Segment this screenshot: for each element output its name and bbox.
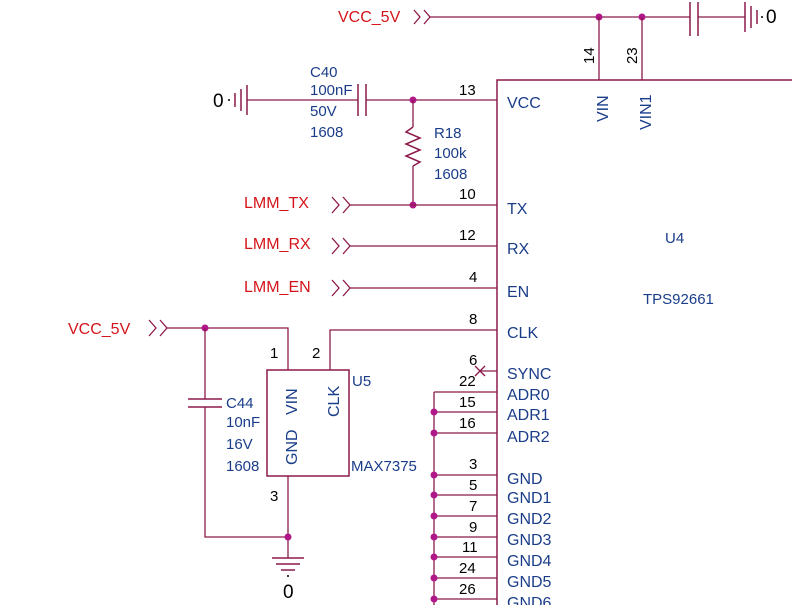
- u4-pin-num-14: 14: [581, 47, 598, 64]
- u4-pin-name-vcc: VCC: [507, 95, 541, 112]
- u4-pin-name-rx: RX: [507, 241, 530, 258]
- junction-gnd5: [430, 574, 438, 582]
- u4-pin-name-gnd3: GND3: [507, 532, 552, 549]
- net-arrow-lmm-en: [331, 279, 351, 297]
- u4-pin-num-7: 7: [469, 498, 477, 515]
- junction-gnd2: [430, 512, 438, 520]
- net-arrow-lmm-rx: [331, 237, 351, 255]
- wire-c44-bottom: [204, 407, 288, 538]
- u4-pin-num-22: 22: [459, 373, 476, 390]
- net-label-vcc-top: VCC_5V: [338, 9, 401, 26]
- c44-ref: C44: [226, 395, 254, 412]
- net-arrow-lmm-tx: [331, 196, 351, 214]
- no-connect-sync: [474, 365, 486, 377]
- u4-pin-num-23: 23: [624, 47, 641, 64]
- u5-body: [266, 369, 350, 477]
- u4-pin-num-8: 8: [469, 311, 477, 328]
- u4-pin-name-gnd6: GND6: [507, 595, 552, 605]
- u5-pin-num-3: 3: [270, 488, 278, 505]
- net-arrow-vcc-top: [413, 9, 431, 25]
- u4-pin-num-4: 4: [469, 269, 477, 286]
- u4-pin-name-adr1: ADR1: [507, 407, 550, 424]
- u4-pin-name-vin1: VIN1: [638, 94, 655, 130]
- u5-value: MAX7375: [351, 458, 417, 475]
- u4-pin-name-gnd1: GND1: [507, 490, 552, 507]
- r18-package: 1608: [434, 166, 467, 183]
- u4-pin-num-5: 5: [469, 477, 477, 494]
- u4-pin-num-13: 13: [459, 82, 476, 99]
- junction-adr2: [430, 429, 438, 437]
- c40-ref: C40: [310, 64, 338, 81]
- u4-pin-name-vin: VIN: [595, 95, 612, 122]
- u4-pin-num-15: 15: [459, 394, 476, 411]
- junction-gnd4: [430, 553, 438, 561]
- u4-pin-num-9: 9: [469, 519, 477, 536]
- u4-pin-num-3: 3: [469, 456, 477, 473]
- c44-value: 10nF: [226, 414, 260, 431]
- c40-voltage: 50V: [310, 103, 337, 120]
- u4-pin-name-gnd5: GND5: [507, 574, 552, 591]
- u4-pin-name-en: EN: [507, 284, 529, 301]
- net-arrow-vcc-left: [148, 319, 168, 337]
- u4-ref: U4: [665, 230, 684, 247]
- u4-pin-num-11: 11: [462, 539, 478, 556]
- net-label-gnd-top: 0: [766, 7, 777, 28]
- u4-pin-num-24: 24: [459, 560, 476, 577]
- c44-voltage: 16V: [226, 436, 253, 453]
- u4-pin-num-16: 16: [459, 415, 476, 432]
- net-label-gnd-bottom: 0: [283, 582, 294, 603]
- u4-pin-name-gnd2: GND2: [507, 511, 552, 528]
- c40-value: 100nF: [310, 82, 353, 99]
- ground-symbol-bottom: [272, 557, 304, 577]
- wire-clk: [329, 329, 497, 370]
- ground-symbol-left: [228, 85, 248, 115]
- net-label-lmm-rx: LMM_RX: [244, 236, 311, 253]
- net-label-gnd-left: 0: [213, 91, 224, 112]
- u4-pin-num-10: 10: [459, 186, 476, 203]
- u5-pin-name-vin: VIN: [284, 388, 301, 415]
- net-label-lmm-en: LMM_EN: [244, 279, 311, 296]
- u5-pin-num-2: 2: [312, 345, 320, 362]
- capacitor-top: [689, 2, 745, 36]
- c44-package: 1608: [226, 458, 259, 475]
- u5-pin-num-1: 1: [270, 345, 278, 362]
- u5-pin-name-clk: CLK: [326, 386, 343, 417]
- u4-value: TPS92661: [643, 291, 714, 308]
- u4-pin-num-6: 6: [469, 352, 477, 369]
- junction-gnd1: [430, 491, 438, 499]
- capacitor-c44: [188, 398, 222, 408]
- net-label-vcc-left: VCC_5V: [68, 321, 131, 338]
- u4-pin-name-adr2: ADR2: [507, 429, 550, 446]
- u4-body: [496, 79, 792, 605]
- ground-symbol-top: [744, 2, 763, 32]
- junction-u5-gnd: [284, 533, 292, 541]
- u5-pin-name-gnd: GND: [284, 429, 301, 465]
- u4-pin-name-tx: TX: [507, 201, 528, 218]
- c40-package: 1608: [310, 124, 343, 141]
- u4-pin-name-sync: SYNC: [507, 366, 551, 383]
- u4-pin-num-26: 26: [459, 581, 476, 598]
- u4-pin-name-gnd: GND: [507, 471, 543, 488]
- r18-ref: R18: [434, 125, 462, 142]
- junction-adr1: [430, 408, 438, 416]
- u4-pin-num-12: 12: [459, 227, 476, 244]
- r18-value: 100k: [434, 145, 467, 162]
- net-label-lmm-tx: LMM_TX: [244, 195, 309, 212]
- resistor-r18: [404, 126, 422, 167]
- u4-pin-name-clk: CLK: [507, 325, 538, 342]
- u5-ref: U5: [352, 373, 371, 390]
- junction-gnd6: [430, 595, 438, 603]
- u4-pin-name-gnd4: GND4: [507, 553, 552, 570]
- u4-pin-name-adr0: ADR0: [507, 387, 550, 404]
- junction-gnd: [430, 471, 438, 479]
- capacitor-c40: [357, 84, 367, 116]
- junction-gnd3: [430, 533, 438, 541]
